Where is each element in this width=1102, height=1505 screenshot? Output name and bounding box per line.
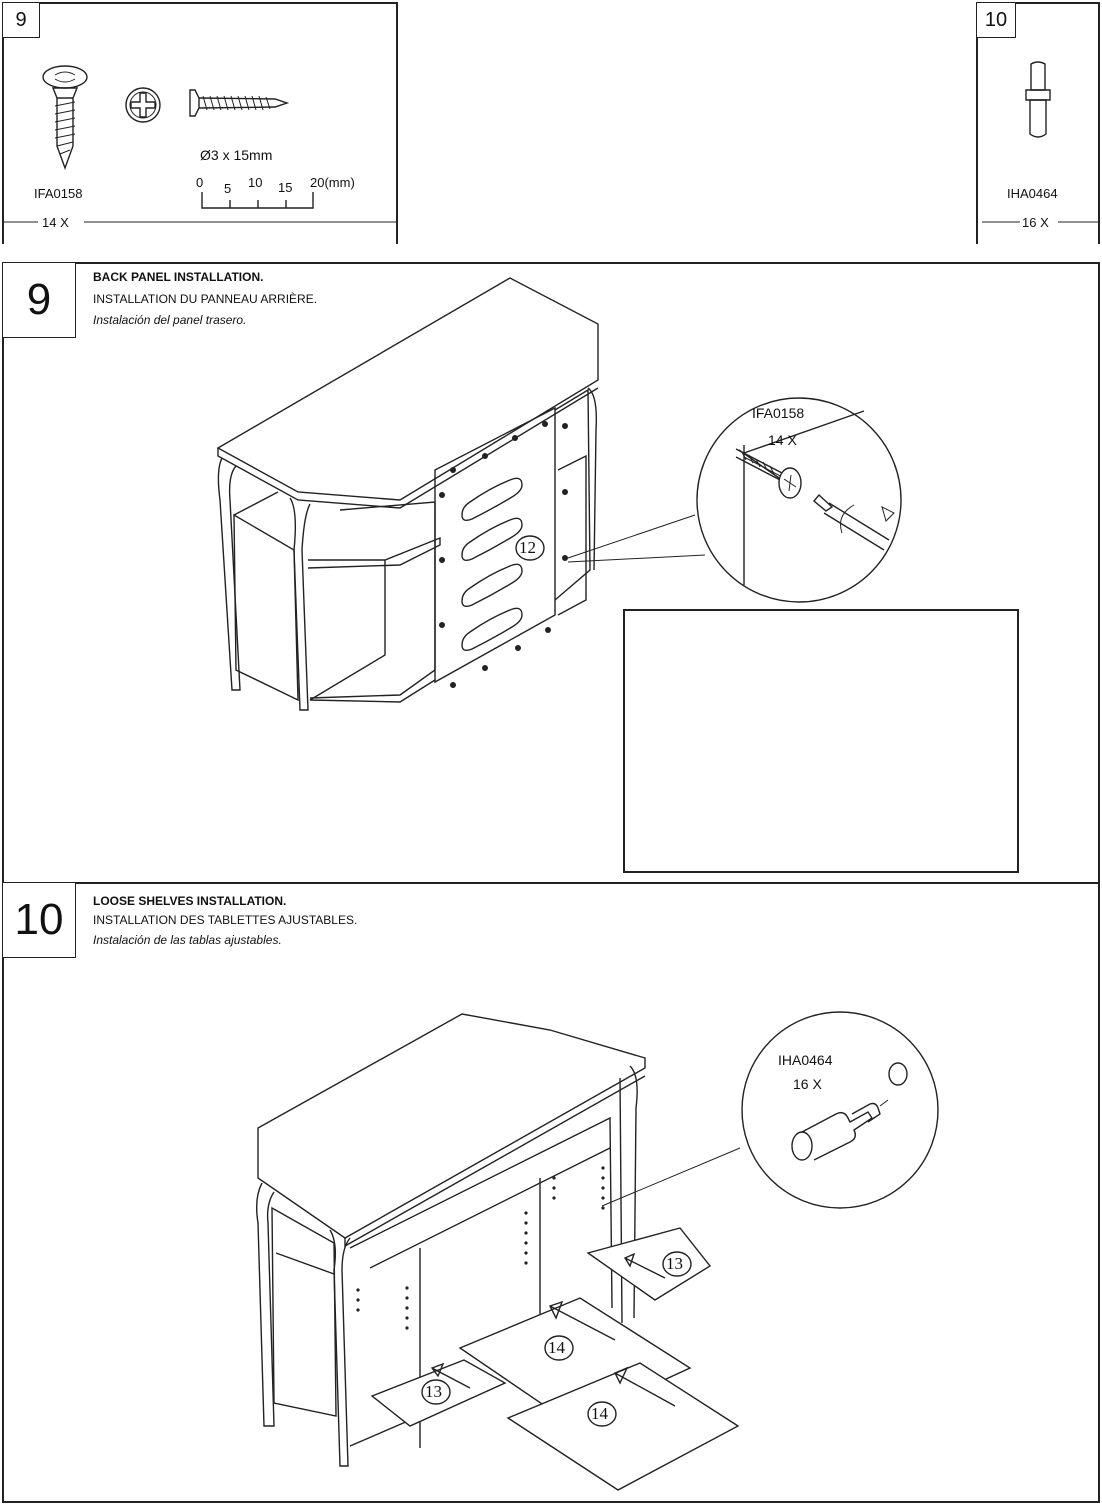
label-circle-13-b <box>421 1379 451 1405</box>
hardware-left-quantity: 14 X <box>42 215 69 230</box>
hardware-right-step-number: 10 <box>984 8 1008 31</box>
step9-number-tag: 9 <box>2 262 76 338</box>
shelf-label-13-a: 13 <box>666 1254 683 1273</box>
hardware-right-part-code: IHA0464 <box>1007 186 1058 201</box>
screw-side-icon <box>189 89 290 117</box>
step10-panel <box>2 882 1100 1503</box>
hardware-left-part-code: IFA0158 <box>34 186 83 201</box>
hardware-left-panel <box>2 2 398 244</box>
note-box <box>623 609 1019 873</box>
hardware-step-tag: 9 <box>2 2 40 38</box>
hardware-step-number: 9 <box>15 8 27 31</box>
ruler-tick-0: 0 <box>196 175 204 190</box>
part-label-12: 12 <box>519 538 536 557</box>
screw-detail-magnifier <box>696 397 902 603</box>
quantity-line-right <box>982 221 1098 223</box>
shelf-label-14-a: 14 <box>548 1338 565 1357</box>
phillips-head-icon <box>125 87 161 123</box>
shelf-label-13-b: 13 <box>425 1382 442 1401</box>
hardware-right-step-tag: 10 <box>976 2 1016 38</box>
step10-title-fr: INSTALLATION DES TABLETTES AJUSTABLES. <box>93 913 358 927</box>
label-circle-13-a <box>662 1251 692 1277</box>
step10-title-es: Instalación de las tablas ajustables. <box>93 933 282 947</box>
cabinet-front-view-drawing <box>255 1013 741 1491</box>
part-label-circle-12 <box>515 535 545 561</box>
hardware-right-quantity: 16 X <box>1022 215 1049 230</box>
ruler-tick-20: 20(mm) <box>310 175 355 190</box>
step9-number: 9 <box>26 275 52 324</box>
screw-size: Ø3 x 15mm <box>200 147 273 163</box>
quantity-line <box>4 221 396 223</box>
step10-title-en: LOOSE SHELVES INSTALLATION. <box>93 894 287 908</box>
label-circle-14-a <box>544 1335 574 1361</box>
step9-title-es: Instalación del panel trasero. <box>93 313 247 327</box>
shelf-label-14-b: 14 <box>591 1404 608 1423</box>
detail10-quantity: 16 X <box>793 1076 822 1092</box>
shelf-pin-detail-magnifier <box>741 1011 939 1209</box>
mm-ruler <box>201 192 314 209</box>
label-circle-14-b <box>587 1401 617 1427</box>
cabinet-back-view-drawing <box>216 277 706 711</box>
ruler-tick-5: 5 <box>224 181 232 196</box>
detail10-part-code: IHA0464 <box>778 1052 833 1068</box>
detail9-quantity: 14 X <box>768 432 797 448</box>
step10-number-tag: 10 <box>2 882 76 958</box>
step9-title-en: BACK PANEL INSTALLATION. <box>93 270 264 284</box>
screw-icon <box>42 65 88 171</box>
shelf-pin-icon <box>1025 61 1051 138</box>
ruler-tick-10: 10 <box>248 175 263 190</box>
ruler-tick-15: 15 <box>278 180 293 195</box>
step10-number: 10 <box>14 895 64 944</box>
step9-title-fr: INSTALLATION DU PANNEAU ARRIÈRE. <box>93 292 318 306</box>
detail9-part-code: IFA0158 <box>752 405 805 421</box>
hardware-right-panel <box>976 2 1100 244</box>
